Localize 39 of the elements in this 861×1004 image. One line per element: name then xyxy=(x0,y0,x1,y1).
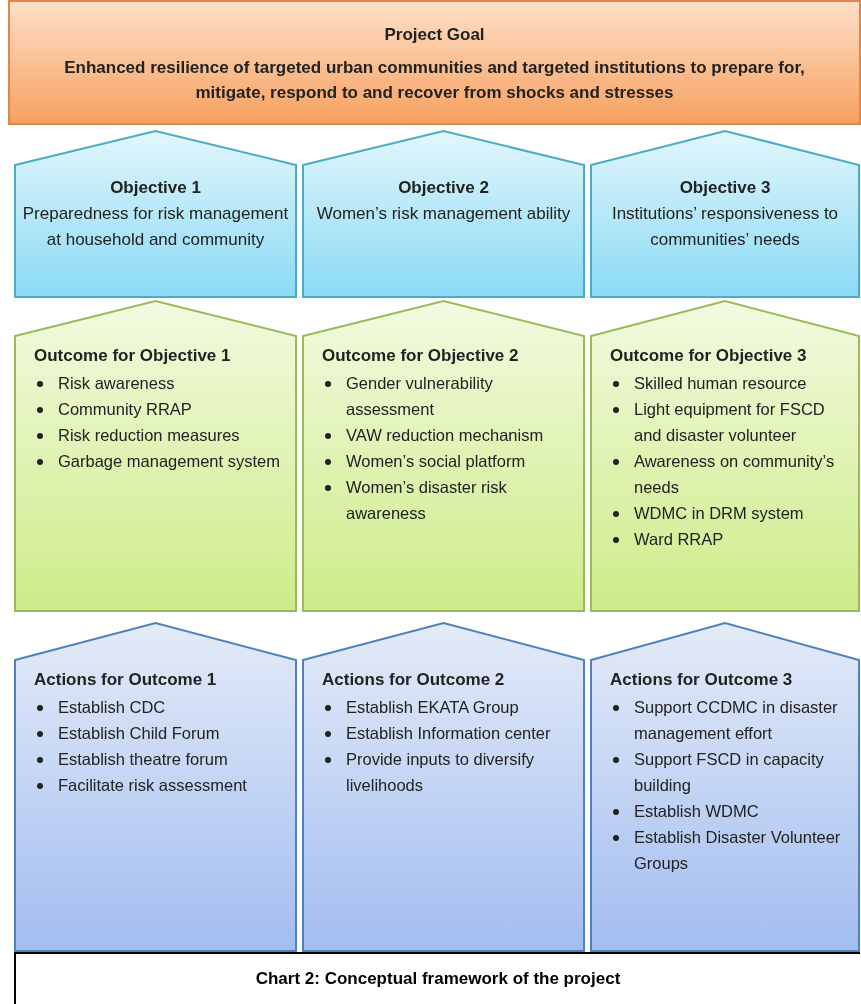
bullet-item: Light equipment for FSCD and disaster volunteer xyxy=(634,400,825,444)
objective-description: Institutions’ responsiveness to communities’ needs xyxy=(610,203,840,251)
heading: Outcome for Objective 3 xyxy=(610,346,808,366)
bullet-item: Support CCDMC in disaster management effort xyxy=(634,698,838,742)
heading: Project Goal xyxy=(383,24,486,46)
bullet-item: Awareness on community’s needs xyxy=(634,452,835,496)
bullet-item: Establish Information center xyxy=(346,724,551,742)
bullet-item: Community RRAP xyxy=(58,400,192,418)
bullet-item: Support FSCD in capacity building xyxy=(634,750,824,794)
bullet-item: Establish WDMC xyxy=(634,802,759,820)
bullet-item: Establish EKATA Group xyxy=(346,698,519,716)
bullet-item: Establish Disaster Volunteer Groups xyxy=(634,828,841,872)
heading: Actions for Outcome 1 xyxy=(34,670,218,690)
heading: Objective 1 xyxy=(109,177,202,199)
bullet-item: Provide inputs to diversify livelihoods xyxy=(346,750,534,794)
bullet-item: Ward RRAP xyxy=(634,530,724,548)
bullet-item: Risk awareness xyxy=(58,374,175,392)
bullet-item: WDMC in DRM system xyxy=(634,504,804,522)
objective-description: Women’s risk management ability xyxy=(315,203,572,225)
bullet-item: Garbage management system xyxy=(58,452,280,470)
heading: Outcome for Objective 2 xyxy=(322,346,520,366)
heading: Objective 2 xyxy=(397,177,490,199)
bullet-item: Women’s disaster risk awareness xyxy=(346,478,507,522)
objective-description: Preparedness for risk management at household and community xyxy=(21,203,290,251)
bullet-item: VAW reduction mechanism xyxy=(346,426,544,444)
bullet-item: Establish CDC xyxy=(58,698,166,716)
bullet-item: Facilitate risk assessment xyxy=(58,776,247,794)
bullet-item: Risk reduction measures xyxy=(58,426,240,444)
heading: Objective 3 xyxy=(678,177,772,199)
heading: Actions for Outcome 2 xyxy=(322,670,506,690)
bullet-item: Establish theatre forum xyxy=(58,750,228,768)
bullet-item: Gender vulnerability assessment xyxy=(346,374,493,418)
bullet-item: Women’s social platform xyxy=(346,452,526,470)
bullet-item: Skilled human resource xyxy=(634,374,807,392)
heading: Actions for Outcome 3 xyxy=(610,670,794,690)
goal-statement: Enhanced resilience of targeted urban communities and targeted institutions to prepare for, mitigate, respond to and recover from shocks and stresses xyxy=(63,57,806,104)
caption: Chart 2: Conceptual framework of the project xyxy=(255,969,621,989)
heading: Outcome for Objective 1 xyxy=(34,346,232,366)
bullet-item: Establish Child Forum xyxy=(58,724,220,742)
